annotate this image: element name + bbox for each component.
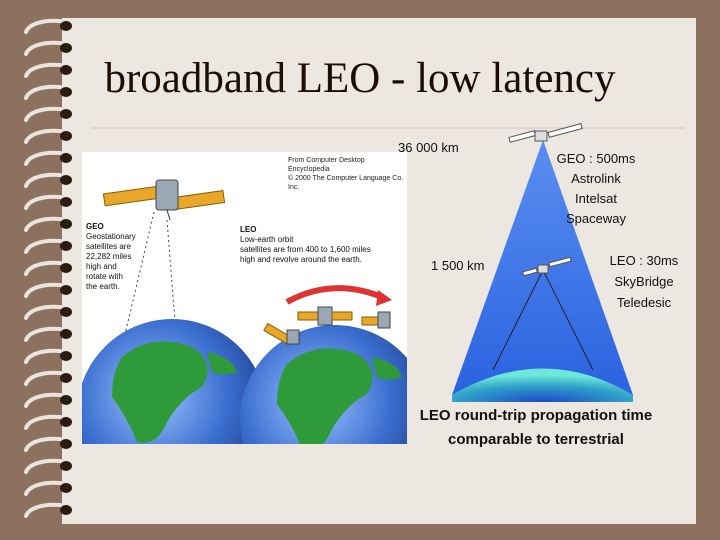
page-title: broadband LEO - low latency [104,55,616,102]
earth-surface [452,368,633,402]
leo-satellite-icon [263,322,300,346]
orbit-arrow-icon [285,285,384,305]
leo-altitude-label: 1 500 km [431,258,485,273]
geo-satellite-icon [102,179,226,221]
leo-satellite-icon [361,311,391,329]
leo-satellite-icon [522,256,572,277]
leo-satellite-icon [297,306,353,326]
globe-icon [240,325,407,444]
leo-systems: LEO : 30ms SkyBridge Teledesic [609,253,679,310]
spiral-binding-icon [24,18,72,518]
illustration-art [82,179,407,444]
title-divider [92,127,684,129]
credit-text: From Computer Desktop Encyclopedia © 200… [288,157,404,191]
geo-leo-illustration: From Computer Desktop Encyclopedia © 200… [82,152,407,444]
leo-description: LEO Low-earth orbit satellites are from … [240,225,371,264]
geo-systems: GEO : 500ms Astrolink Intelsat Spaceway [556,151,636,226]
latency-caption: LEO round-trip propagation time comparab… [419,407,653,448]
geo-satellite-icon [508,123,583,143]
globe-icon [82,319,267,444]
geo-description: GEO Geostationary satellites are 22,282 … [86,222,136,291]
geo-altitude-label: 36 000 km [398,140,459,155]
coverage-cone-diagram [452,123,633,402]
